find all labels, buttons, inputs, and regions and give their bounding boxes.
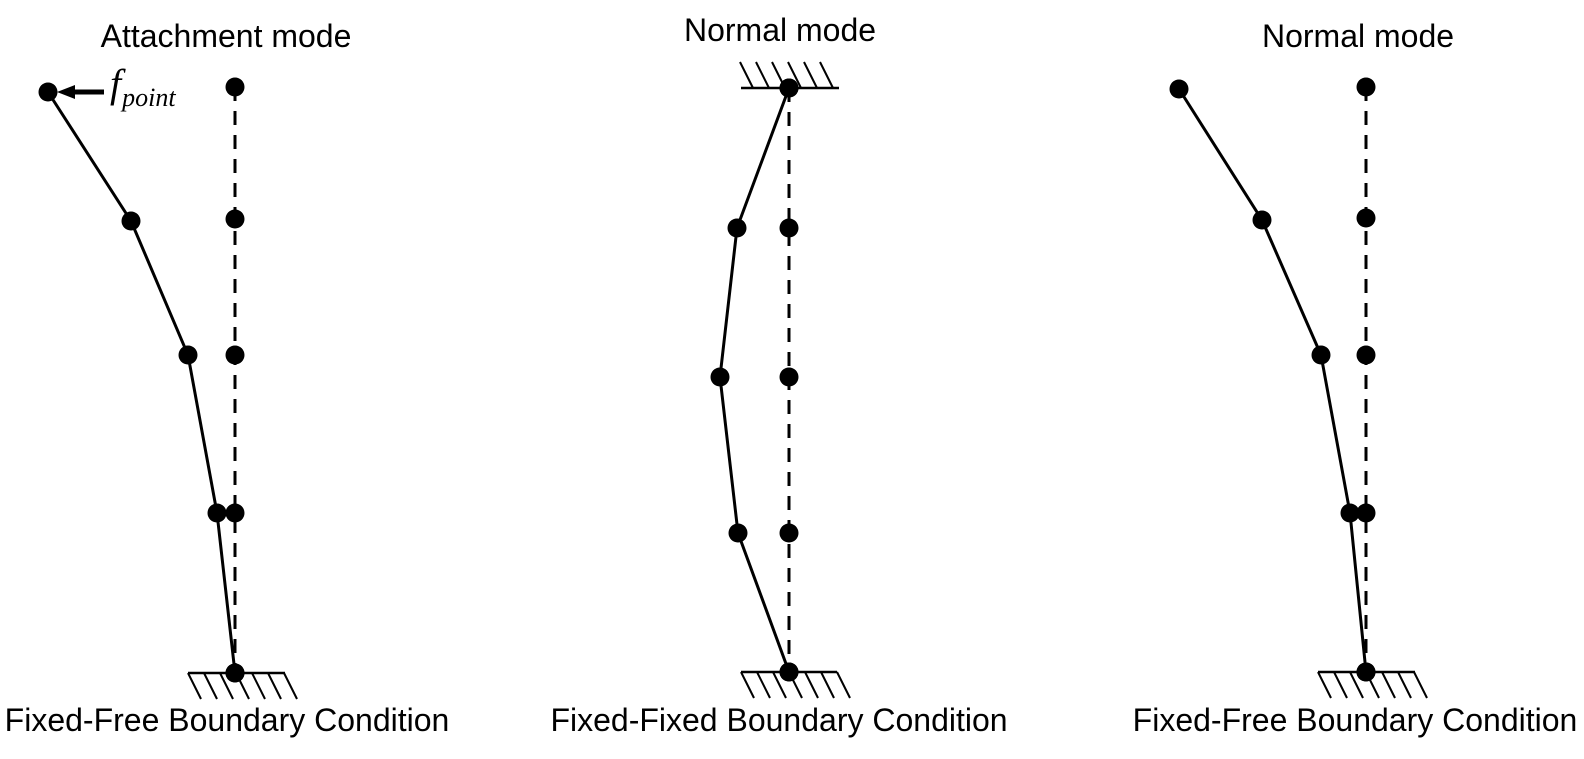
node-dot bbox=[207, 503, 227, 523]
hatch-mark bbox=[1381, 671, 1396, 699]
hatch-mark bbox=[267, 672, 282, 700]
node-dot bbox=[1356, 345, 1376, 365]
node-dot bbox=[779, 78, 799, 98]
node-dot bbox=[727, 218, 747, 238]
node-dot bbox=[1356, 662, 1376, 682]
hatch-mark bbox=[1397, 671, 1412, 699]
node-dot bbox=[1356, 503, 1376, 523]
panel-title-attachment-mode: Attachment mode bbox=[100, 18, 352, 54]
hatch-mark bbox=[1413, 671, 1428, 699]
boundary-condition-label-right: Fixed-Free Boundary Condition bbox=[1132, 702, 1578, 738]
force-symbol: f bbox=[110, 61, 122, 106]
hatch-mark bbox=[187, 672, 202, 700]
panel-attachment-fixed-free bbox=[38, 77, 298, 700]
hatch-mark bbox=[803, 61, 818, 89]
node-dot bbox=[225, 503, 245, 523]
node-dot bbox=[225, 209, 245, 229]
node-dot bbox=[779, 218, 799, 238]
node-dot bbox=[1356, 77, 1376, 97]
hatch-mark bbox=[1349, 671, 1364, 699]
panel-normal-fixed-free bbox=[1169, 77, 1428, 699]
node-dot bbox=[178, 345, 198, 365]
hatch-mark bbox=[1333, 671, 1348, 699]
point-force-arrow bbox=[57, 85, 104, 99]
hatch-mark bbox=[804, 671, 819, 699]
node-dot bbox=[728, 523, 748, 543]
hatch-mark bbox=[772, 671, 787, 699]
point-force-label: fpoint bbox=[110, 64, 176, 111]
hatch-mark bbox=[756, 671, 771, 699]
hatch-mark bbox=[836, 671, 851, 699]
boundary-condition-label-center: Fixed-Fixed Boundary Condition bbox=[550, 702, 1008, 738]
hatch-mark bbox=[740, 671, 755, 699]
hatch-mark bbox=[755, 61, 770, 89]
hatch-mark bbox=[1317, 671, 1332, 699]
mode-shape-curve bbox=[46, 91, 237, 674]
node-dot bbox=[779, 367, 799, 387]
mode-shape-curve bbox=[1177, 88, 1368, 673]
node-dot bbox=[225, 345, 245, 365]
panel-title-normal-mode-center: Normal mode bbox=[683, 12, 877, 48]
hatch-mark bbox=[739, 61, 754, 89]
force-subscript: point bbox=[122, 83, 176, 112]
node-dot bbox=[710, 367, 730, 387]
hatch-mark bbox=[203, 672, 218, 700]
node-dot bbox=[38, 82, 58, 102]
node-dot bbox=[121, 211, 141, 231]
mode-shape-curve bbox=[718, 87, 791, 673]
hatch-mark bbox=[219, 672, 234, 700]
hatch-mark bbox=[820, 671, 835, 699]
node-dot bbox=[779, 662, 799, 682]
hatch-mark bbox=[819, 61, 834, 89]
node-dot bbox=[1311, 345, 1331, 365]
node-dot bbox=[1356, 208, 1376, 228]
boundary-condition-label-left: Fixed-Free Boundary Condition bbox=[4, 702, 450, 738]
hatch-mark bbox=[251, 672, 266, 700]
panel-normal-fixed-fixed bbox=[710, 61, 851, 699]
node-dot bbox=[1169, 79, 1189, 99]
hatch-mark bbox=[283, 672, 298, 700]
panel-title-normal-mode-right: Normal mode bbox=[1261, 18, 1455, 54]
arrow-head bbox=[57, 85, 75, 99]
node-dot bbox=[225, 77, 245, 97]
hatch-mark bbox=[787, 61, 802, 89]
node-dot bbox=[779, 523, 799, 543]
node-dot bbox=[225, 663, 245, 683]
node-dot bbox=[1340, 503, 1360, 523]
node-dot bbox=[1252, 210, 1272, 230]
